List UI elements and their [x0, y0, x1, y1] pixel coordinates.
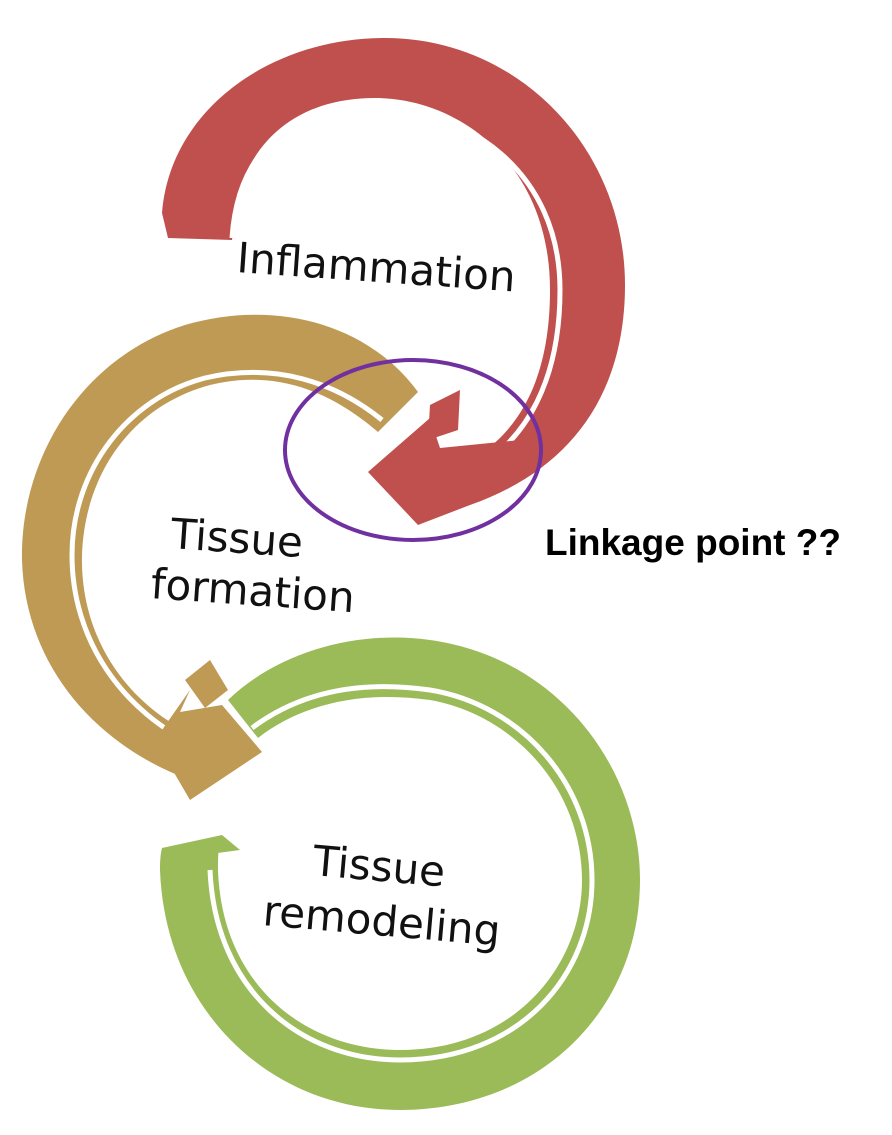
inflammation-arrow-head — [368, 418, 520, 525]
remodeling-label-line1: Tissue — [310, 836, 447, 896]
remodeling-label-line2: remodeling — [261, 886, 502, 956]
inflammation-arrow-notch — [428, 390, 460, 440]
inflammation-label: Inflammation — [235, 233, 517, 301]
formation-arrow-gap — [69, 369, 384, 751]
remodeling-arrow — [160, 637, 640, 1110]
remodeling-arrow-tail — [162, 835, 240, 858]
formation-arrow-head — [155, 690, 262, 800]
inflammation-arrow-gap — [229, 105, 563, 481]
linkage-point-ring — [283, 358, 543, 542]
formation-label-line1: Tissue — [168, 509, 304, 567]
linkage-point-label: Linkage point ?? — [545, 522, 841, 563]
formation-arrow-notch — [185, 660, 228, 708]
formation-label-line2: formation — [149, 559, 356, 622]
formation-arrow — [21, 314, 418, 800]
inflammation-arrow — [162, 38, 625, 525]
remodeling-arrow-gap — [207, 684, 595, 1063]
inflammation-arrow-band — [162, 38, 625, 505]
